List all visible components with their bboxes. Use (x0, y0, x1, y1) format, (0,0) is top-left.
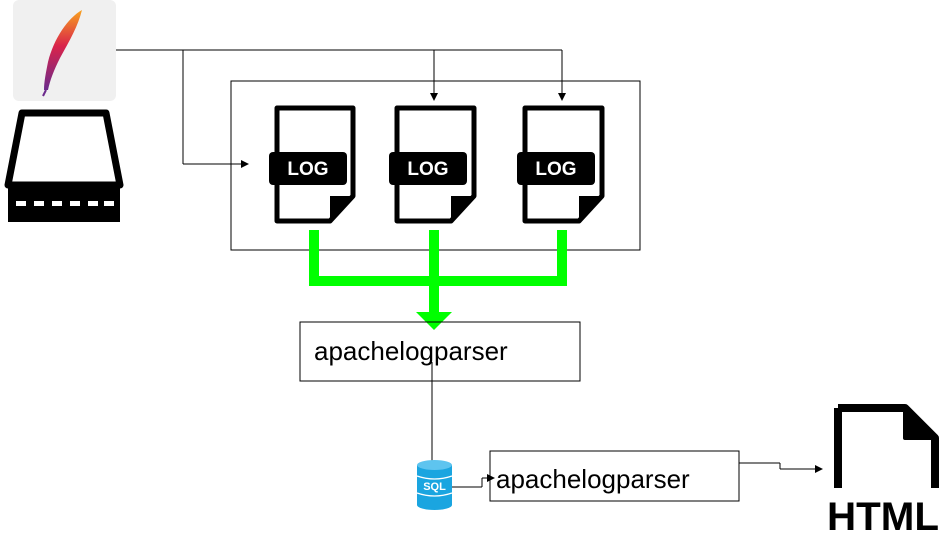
apachelogparser-secondary-box: apachelogparser (489, 450, 740, 502)
server-drive-icon (4, 109, 124, 222)
db-to-parser-connector (452, 474, 495, 488)
apachelogparser-secondary-label: apachelogparser (496, 464, 690, 494)
log-file-icon: LOG (269, 105, 356, 224)
apachelogparser-box: apachelogparser (299, 321, 581, 382)
log-file-label: LOG (535, 159, 576, 180)
log-file-icon: LOG (517, 105, 605, 224)
source-connectors (116, 49, 566, 168)
apachelogparser-label: apachelogparser (314, 336, 508, 366)
merge-arrow (309, 230, 567, 330)
log-file-icon: LOG (389, 105, 477, 224)
log-file-label: LOG (407, 159, 448, 180)
sql-database-icon: SQL (416, 460, 453, 510)
sql-label: SQL (423, 481, 446, 493)
parser-to-html-connector (739, 462, 823, 473)
log-file-label: LOG (287, 159, 328, 180)
html-file-icon: HTML (827, 404, 939, 534)
apache-feather-icon (13, 0, 116, 101)
html-label: HTML (827, 495, 939, 534)
